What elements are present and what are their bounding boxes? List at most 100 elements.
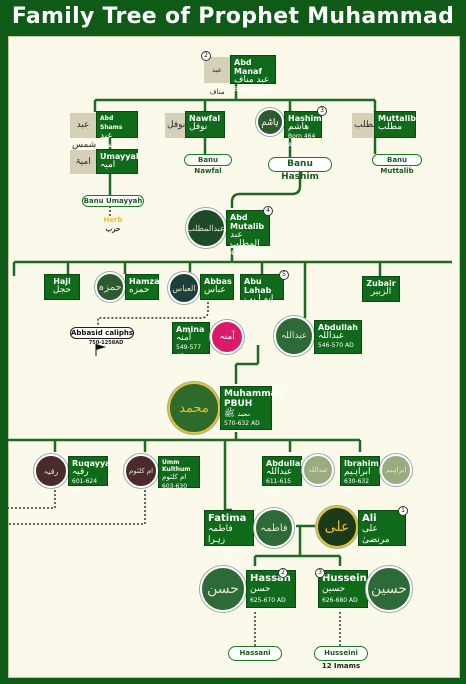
- number-badge: 5: [279, 270, 289, 280]
- haji-name: Haji: [53, 277, 71, 286]
- number-badge: 3: [315, 568, 325, 578]
- abu-lahab-arabic: ابو لہب: [244, 294, 274, 304]
- ruqayya-node[interactable]: Ruqayya رقیہ 601-624 AD: [68, 456, 111, 494]
- abd-shams-node[interactable]: Abd Shams عبد شمس: [96, 111, 138, 150]
- zubair-arabic: الزبیر: [370, 287, 392, 297]
- nawfal-tag: نوفل: [165, 113, 185, 138]
- muhammad-node[interactable]: Muhammad PBUH محمد ﷺ 570-632 AD: [220, 386, 283, 430]
- hussein-node[interactable]: Hussein حسین 626-680 AD: [318, 570, 368, 608]
- abbas-arabic: عباس: [204, 285, 226, 295]
- abd-mutalib-arabic: عبد المطلب: [230, 230, 260, 249]
- zubair-node[interactable]: Zubair الزبیر: [362, 276, 400, 302]
- ibrahim-portrait: ابراہیم: [380, 454, 412, 486]
- umm-kulthum-years: 603-630 AD: [162, 483, 188, 499]
- ali-portrait: علی: [316, 506, 358, 548]
- amina-portrait: آمنہ: [210, 320, 244, 354]
- hashim-node[interactable]: Hashim هاشم Born 464 AD: [284, 111, 322, 149]
- umayyah-name: Umayyah: [100, 152, 142, 161]
- hassani-pill[interactable]: Hassani: [228, 646, 282, 661]
- abd-shams-name: Abd Shams: [100, 115, 123, 131]
- abdullah2-portrait: عبداللہ: [302, 454, 334, 486]
- abu-lahab-node[interactable]: Abu Lahab ابو لہب: [240, 274, 284, 304]
- muhammad-years: 570-632 AD: [224, 420, 260, 427]
- abdullah-name: Abdullah: [318, 323, 358, 332]
- abbasid-years: 750-1258AD: [88, 340, 124, 346]
- husseini-pill[interactable]: Husseini: [314, 646, 368, 661]
- flag-icon: [95, 344, 106, 356]
- abbas-node[interactable]: Abbas عباس: [200, 274, 234, 300]
- muttalib-arabic: مطلب: [378, 122, 403, 132]
- abd-manaf-years: Born 430 AD: [234, 86, 272, 93]
- hashim-portrait: ہاشم: [256, 108, 284, 136]
- abd-manaf-arabic: عبد مناف: [234, 75, 270, 85]
- number-badge: 3: [317, 106, 327, 116]
- hussein-name: Hussein: [322, 573, 367, 584]
- umm-kulthum-name: Umm Kulthum: [162, 459, 191, 473]
- herb-arabic: حرب: [105, 224, 121, 233]
- abbas-portrait: العباس: [168, 272, 200, 304]
- nawfal-node[interactable]: Nawfal نوفل: [185, 111, 225, 138]
- number-badge: 4: [263, 206, 273, 216]
- hassan-name: Hassan: [250, 573, 291, 584]
- hussein-years: 626-680 AD: [322, 597, 358, 604]
- hamza-name: Hamza: [129, 277, 160, 286]
- nawfal-arabic: نوفل: [189, 122, 208, 132]
- muttalib-node[interactable]: Muttalib مطلب: [374, 111, 416, 138]
- muhammad-arabic: محمد ﷺ: [224, 409, 250, 419]
- ali-name: Ali: [362, 513, 377, 524]
- ruqayya-portrait: رقیہ: [34, 454, 68, 488]
- ibrahim-name: Ibrahim: [344, 459, 379, 468]
- fatima-node[interactable]: Fatima فاطمہ زہرا 605-632 AD: [204, 510, 254, 555]
- banu-nawfal-pill[interactable]: Banu Nawfal: [184, 154, 232, 175]
- ali-node[interactable]: Ali علی مرتضیٰ 600-661 AD: [358, 510, 406, 555]
- abdullah-portrait: عبداللہ: [274, 316, 314, 356]
- banu-hashim-pill[interactable]: Banu Hashim: [268, 157, 332, 182]
- abd-shams-arabic: عبد شمس: [100, 131, 125, 150]
- abd-mutalib-name: Abd Mutalib: [230, 213, 265, 231]
- haji-node[interactable]: Haji حجل: [44, 274, 80, 300]
- umm-kulthum-node[interactable]: Umm Kulthum ام کلثوم 603-630 AD: [158, 456, 200, 499]
- abd-mutalib-years: 497-578 AD: [230, 250, 266, 257]
- amina-node[interactable]: Amina آمنہ 549-577 AD: [172, 322, 210, 360]
- abd-manaf-tag: عبد مناف: [204, 57, 230, 96]
- zubair-name: Zubair: [366, 279, 396, 288]
- ibrahim-node[interactable]: Ibrahim ابراہیم 630-632 AD: [340, 456, 380, 494]
- umayyah-arabic: امیہ: [100, 160, 116, 170]
- umm-kulthum-arabic: ام کلثوم: [162, 473, 187, 481]
- muttalib-tag: مطلب: [352, 113, 378, 138]
- banu-umayyah-pill[interactable]: Banu Umayyah: [82, 195, 144, 207]
- hamza-node[interactable]: Hamza حمزه: [125, 274, 159, 300]
- twelve-imams-label: 12 Imams: [321, 662, 361, 670]
- abdullah2-node[interactable]: Abdullah عبداللہ 611-615 AD: [262, 456, 306, 494]
- ruqayya-arabic: رقیہ: [72, 467, 89, 477]
- hamza-arabic: حمزه: [129, 285, 150, 295]
- abd-manaf-node[interactable]: Abd Manaf عبد مناف Born 430 AD: [230, 55, 276, 93]
- banu-muttalib-pill[interactable]: Banu Muttalib: [372, 154, 422, 175]
- fatima-years: 605-632 AD: [208, 548, 244, 555]
- herb-label: Herb حرب: [100, 216, 126, 233]
- ali-arabic: علی مرتضیٰ: [362, 524, 390, 545]
- number-badge: 2: [201, 51, 211, 61]
- abd-shams-tag: عبد شمس: [70, 113, 96, 150]
- abdullah2-years: 611-615 AD: [266, 478, 292, 494]
- nawfal-name: Nawfal: [189, 114, 221, 123]
- muttalib-name: Muttalib: [378, 114, 416, 123]
- umm-kulthum-portrait: ام کلثوم: [124, 454, 158, 488]
- page-title: Family Tree of Prophet Muhammad: [11, 4, 455, 29]
- hashim-name: Hashim: [288, 114, 322, 123]
- abd-mutalib-node[interactable]: Abd Mutalib عبد المطلب 497-578 AD: [226, 210, 270, 257]
- muhammad-portrait: محمد: [168, 382, 220, 434]
- fatima-name: Fatima: [208, 513, 247, 524]
- umayyah-node[interactable]: Umayyah امیہ: [96, 149, 142, 174]
- abdullah-node[interactable]: Abdullah عبداللہ 546-570 AD: [314, 320, 362, 354]
- hassan-portrait: حسن: [200, 566, 246, 612]
- hamza-portrait: حمزہ: [95, 272, 125, 302]
- amina-arabic: آمنہ: [176, 333, 192, 343]
- abbas-name: Abbas: [204, 277, 232, 286]
- ibrahim-arabic: ابراہیم: [344, 467, 371, 477]
- ibrahim-years: 630-632 AD: [344, 478, 370, 494]
- hassan-node[interactable]: Hassan حسن 625-670 AD: [246, 570, 296, 608]
- hussein-portrait: حسین: [366, 566, 412, 612]
- hashim-arabic: هاشم: [288, 122, 310, 132]
- abbasid-caliphs-pill[interactable]: Abbasid caliphs: [70, 327, 134, 339]
